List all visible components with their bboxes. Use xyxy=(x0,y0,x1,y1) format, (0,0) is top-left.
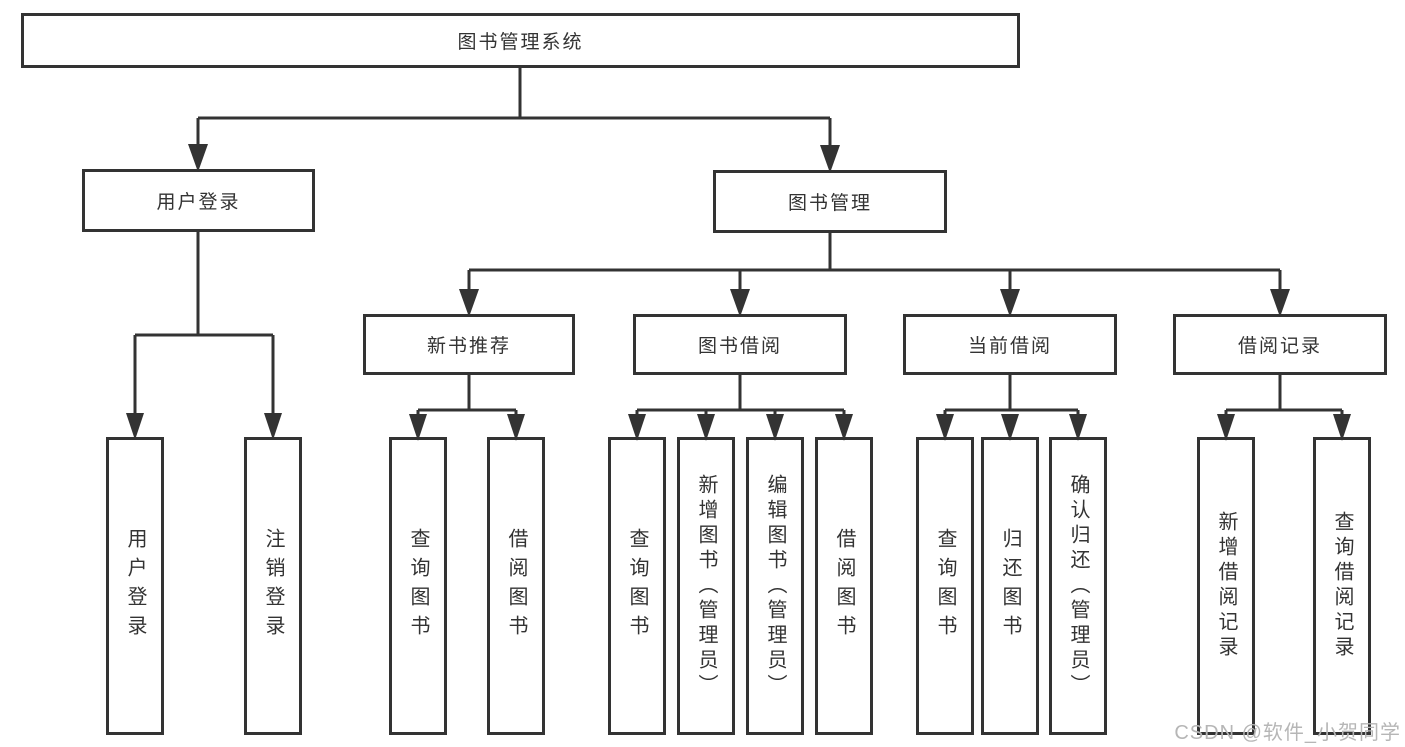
node-root-library-system: 图书管理系统 xyxy=(21,13,1020,68)
node-leaf-recommend-borrow-book: 借阅图书 xyxy=(487,437,545,735)
node-label: 查询图书 xyxy=(407,528,429,644)
node-label: 用户登录 xyxy=(124,528,146,644)
node-current-borrowing: 当前借阅 xyxy=(903,314,1117,375)
node-label: 新书推荐 xyxy=(426,336,511,357)
node-label: 借阅图书 xyxy=(833,528,855,644)
node-borrowing-records: 借阅记录 xyxy=(1173,314,1387,375)
node-leaf-return-book: 归还图书 xyxy=(981,437,1039,735)
node-label: 确认归还（管理员） xyxy=(1067,473,1089,699)
node-leaf-user-login: 用户登录 xyxy=(106,437,164,735)
node-label: 图书管理 xyxy=(787,193,872,214)
node-leaf-borrowing-query-book: 查询图书 xyxy=(608,437,666,735)
node-label: 查询借阅记录 xyxy=(1331,511,1353,661)
node-label: 查询图书 xyxy=(626,528,648,644)
node-user-login: 用户登录 xyxy=(82,169,315,232)
node-label: 新增图书（管理员） xyxy=(695,473,717,699)
node-leaf-confirm-return-admin: 确认归还（管理员） xyxy=(1049,437,1107,735)
node-leaf-logout: 注销登录 xyxy=(244,437,302,735)
node-leaf-query-borrow-record: 查询借阅记录 xyxy=(1313,437,1371,735)
node-leaf-recommend-query-book: 查询图书 xyxy=(389,437,447,735)
node-book-borrowing: 图书借阅 xyxy=(633,314,847,375)
node-label: 归还图书 xyxy=(999,528,1021,644)
node-label: 用户登录 xyxy=(156,192,241,213)
node-label: 查询图书 xyxy=(934,528,956,644)
node-leaf-edit-book-admin: 编辑图书（管理员） xyxy=(746,437,804,735)
csdn-watermark: CSDN @软件_小贺同学 xyxy=(1174,722,1401,744)
node-label: 注销登录 xyxy=(262,528,284,644)
node-leaf-current-query-book: 查询图书 xyxy=(916,437,974,735)
node-leaf-add-borrow-record: 新增借阅记录 xyxy=(1197,437,1255,735)
node-label: 借阅图书 xyxy=(505,528,527,644)
node-new-book-recommend: 新书推荐 xyxy=(363,314,575,375)
node-label: 图书管理系统 xyxy=(457,32,584,53)
node-leaf-borrowing-borrow-book: 借阅图书 xyxy=(815,437,873,735)
node-leaf-add-book-admin: 新增图书（管理员） xyxy=(677,437,735,735)
node-label: 图书借阅 xyxy=(697,336,782,357)
node-label: 借阅记录 xyxy=(1237,336,1322,357)
node-book-management: 图书管理 xyxy=(713,170,947,233)
node-label: 编辑图书（管理员） xyxy=(764,473,786,699)
node-label: 当前借阅 xyxy=(967,336,1052,357)
node-label: 新增借阅记录 xyxy=(1215,511,1237,661)
